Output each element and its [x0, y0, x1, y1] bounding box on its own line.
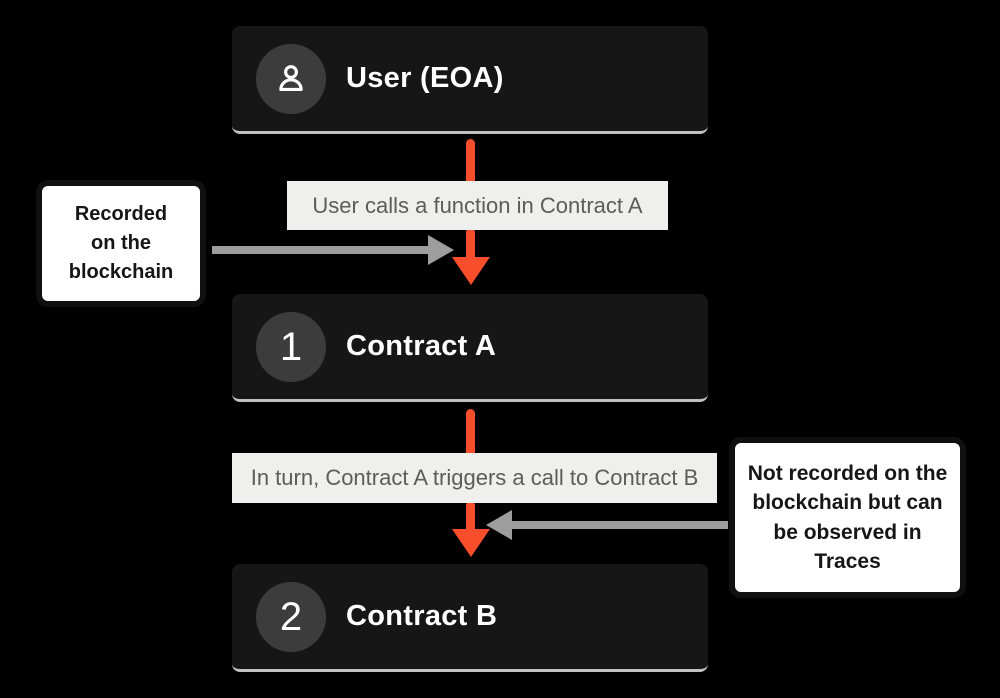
edge-label-a-to-b: In turn, Contract A triggers a call to C…	[232, 453, 717, 503]
callout-right-arrow-line	[510, 521, 728, 529]
flow-node-user: User (EOA)	[232, 26, 708, 134]
arrow-a-to-b-segment	[466, 409, 475, 457]
callout-left-arrow-line	[212, 246, 430, 254]
step-badge-2: 2	[256, 581, 326, 652]
step-badge-1: 1	[256, 311, 326, 382]
arrow-user-to-a-head	[452, 257, 490, 285]
callout-recorded-on-blockchain: Recorded on the blockchain	[36, 180, 206, 307]
callout-not-recorded-traces: Not recorded on the blockchain but can b…	[729, 437, 966, 598]
arrow-a-to-b-segment	[466, 501, 475, 533]
flow-node-contract-b: 2 Contract B	[232, 564, 708, 672]
flow-node-contract-a: 1 Contract A	[232, 294, 708, 402]
callout-left-arrow-head	[428, 235, 454, 265]
callout-right-arrow-head	[486, 510, 512, 540]
node-title-contract-a: Contract A	[346, 330, 497, 362]
arrow-user-to-a-segment	[466, 228, 475, 262]
node-title-user: User (EOA)	[346, 62, 504, 94]
edge-label-user-to-a: User calls a function in Contract A	[287, 181, 668, 230]
node-title-contract-b: Contract B	[346, 600, 498, 632]
avatar	[256, 43, 326, 114]
user-icon	[279, 64, 303, 91]
arrow-user-to-a-segment	[466, 139, 475, 185]
arrow-a-to-b-head	[452, 529, 490, 557]
